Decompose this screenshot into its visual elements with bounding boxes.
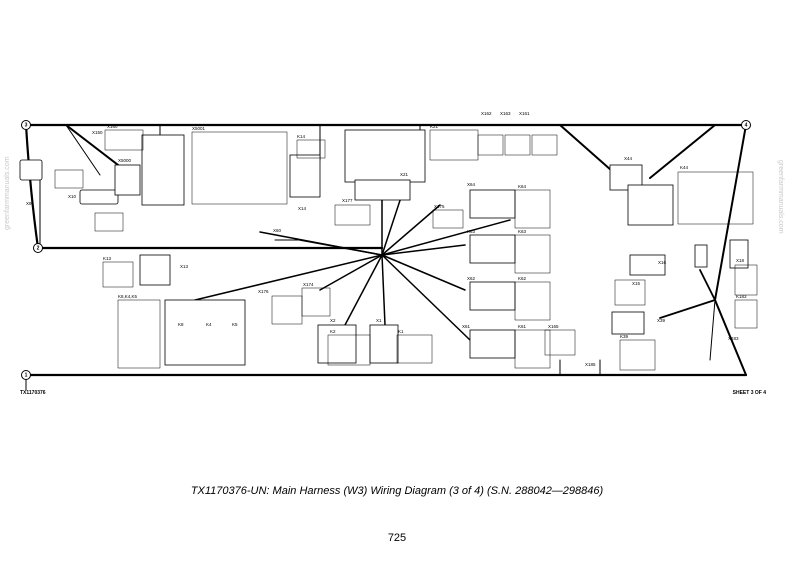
connector-label: K21 (430, 124, 439, 129)
connector-label: K64 (518, 184, 527, 189)
connector-label: X150 (92, 130, 103, 135)
connector-label: X10 (68, 194, 77, 199)
connector-label: X161 (519, 111, 530, 116)
connector-label: X18 (736, 258, 745, 263)
figure-caption: TX1170376-UN: Main Harness (W3) Wiring D… (190, 485, 604, 497)
connector-label: K63 (518, 229, 527, 234)
connector-label: X9 (26, 201, 32, 206)
connector-label: X162 (481, 111, 492, 116)
connector-label: K39 (620, 334, 629, 339)
connector-label: X174 (303, 282, 314, 287)
node-circle-1 (21, 370, 31, 380)
node-label: 4 (745, 122, 748, 128)
connector-label: X165 (548, 324, 559, 329)
connector-label: K14 (297, 134, 306, 139)
connector-label: K44 (680, 165, 689, 170)
connector-label: X185 (585, 362, 596, 367)
connector-label: X2 (330, 318, 336, 323)
node-circle-2 (33, 243, 43, 253)
connector-label: X1 (376, 318, 382, 323)
node-circle-4 (741, 120, 751, 130)
connector-label: X21 (400, 172, 409, 177)
page-number: 725 (387, 532, 407, 544)
connector-label: X163 (500, 111, 511, 116)
connector-label: X62 (467, 276, 476, 281)
connector-label: X175 (434, 204, 445, 209)
connector-label: X63 (467, 229, 476, 234)
watermark-right: greenfarmmanuals.com (777, 160, 784, 234)
connector-label: K8,K4,K5 (118, 294, 138, 299)
connector-label: X60 (273, 228, 282, 233)
connector-label: X64 (467, 182, 476, 187)
connector-label: K1 (398, 329, 404, 334)
connector-label: X177 (342, 198, 353, 203)
connector-label: X160 (107, 124, 118, 129)
connector-label: K2 (330, 329, 336, 334)
connector-label: X14 (298, 206, 307, 211)
connector-label: K8 (178, 322, 184, 327)
connector-label: X39 (657, 318, 666, 323)
node-label: 2 (37, 245, 40, 251)
connector-label: K62 (518, 276, 527, 281)
connector-label: X16 (658, 260, 667, 265)
sheet-label: SHEET 3 OF 4 (732, 390, 766, 396)
connector-label: X176 (258, 289, 269, 294)
figure-id: TX1170376 (20, 390, 46, 396)
node-circle-3 (21, 120, 31, 130)
connector-label: K4 (206, 322, 212, 327)
connector-label: K13 (103, 256, 112, 261)
watermark-left: greenfarmmanuals.com (4, 156, 11, 230)
connector-label: X183 (728, 336, 739, 341)
connector-label: X5001 (192, 126, 206, 131)
connector-label: K183 (736, 294, 747, 299)
node-label: 3 (25, 122, 28, 128)
connector-label: X61 (462, 324, 471, 329)
connector-label: K61 (518, 324, 527, 329)
connector-label: X15 (632, 281, 641, 286)
connector-label: X44 (624, 156, 633, 161)
connector-label: X13 (180, 264, 189, 269)
node-label: 1 (25, 372, 28, 378)
connector-label: X5000 (118, 158, 132, 163)
connector-label: K5 (232, 322, 238, 327)
